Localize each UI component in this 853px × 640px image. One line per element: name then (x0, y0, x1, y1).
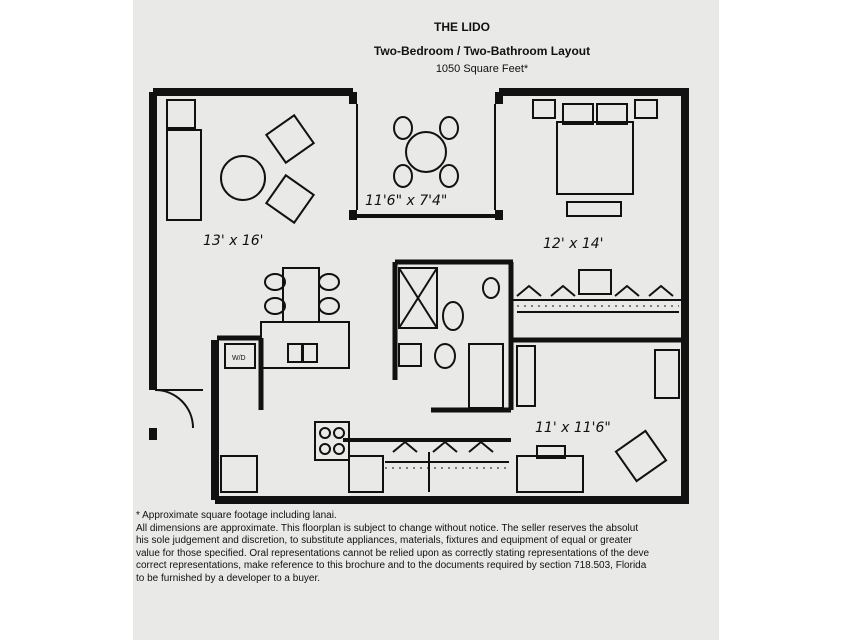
living-dimension: 13' x 16' (203, 233, 264, 249)
dining-dimension: 11'6" x 7'4" (365, 193, 447, 209)
floorplan-drawing: W/D 11'6" x 7'4" 13' x 16' 12' x 14' 11'… (149, 88, 689, 504)
plan-subtitle: Two-Bedroom / Two-Bathroom Layout (373, 44, 591, 58)
note-line: value for those specified. Oral represen… (136, 547, 650, 559)
note-line: correct representations, make reference … (136, 560, 647, 572)
note-line: to be furnished by a developer to a buye… (136, 572, 321, 584)
plan-title: THE LIDO (434, 20, 490, 34)
plan-square-feet: 1050 Square Feet* (435, 63, 529, 75)
washer-dryer-label: W/D (232, 355, 246, 362)
note-line: All dimensions are approximate. This flo… (136, 522, 639, 534)
closet-rods (385, 305, 679, 469)
note-line: his sole judgement and discretion, to su… (136, 535, 632, 547)
disclaimer-notes: * Approximate square footage including l… (136, 510, 719, 586)
second-bedroom-dimension: 11' x 11'6" (535, 420, 611, 436)
floorplan-sheet: THE LIDO Two-Bedroom / Two-Bathroom Layo… (133, 0, 719, 640)
note-line: * Approximate square footage including l… (136, 510, 337, 521)
master-bedroom-dimension: 12' x 14' (543, 236, 604, 252)
